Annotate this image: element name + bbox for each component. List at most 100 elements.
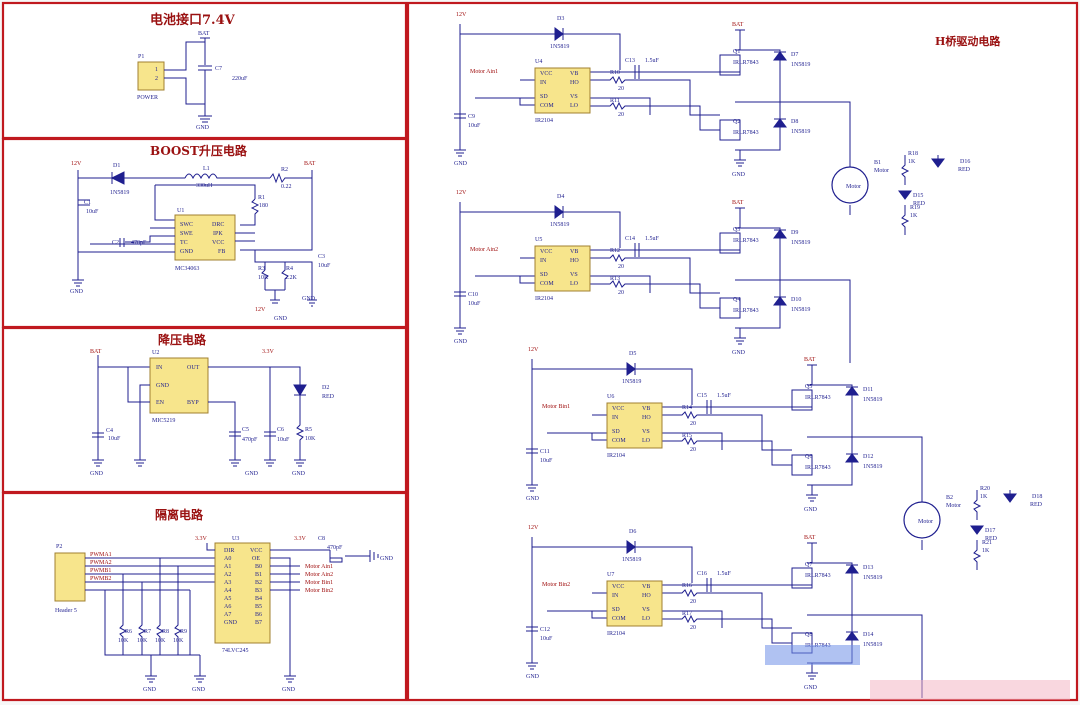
r4-value: 2.2K bbox=[285, 275, 298, 281]
motor-name: Motor bbox=[874, 168, 889, 174]
motor-d2: D15 bbox=[913, 193, 923, 199]
hb-qa: Q5 bbox=[805, 384, 812, 390]
hb-pin-com: COM bbox=[540, 281, 554, 287]
boost-12v: 12V bbox=[71, 161, 82, 167]
pin2: 2 bbox=[155, 76, 158, 82]
hbridge-motors: MotorB1MotorR181KR191KD16REDD15REDMotorB… bbox=[831, 151, 1043, 570]
hb-input: Motor Bin2 bbox=[542, 582, 570, 588]
u2-pin-gnd: GND bbox=[156, 383, 170, 389]
buck-bat: BAT bbox=[90, 349, 102, 355]
r9-label: R9 bbox=[180, 629, 187, 635]
motor-r2: R19 bbox=[910, 205, 920, 211]
c4-value: 10uF bbox=[108, 436, 121, 442]
hb-gnd: GND bbox=[732, 172, 746, 178]
r1-label: R1 bbox=[258, 195, 265, 201]
hb-diode-label: D4 bbox=[557, 194, 564, 200]
hb-pin-in: IN bbox=[612, 593, 619, 599]
hb-pin-vcc: VCC bbox=[540, 249, 552, 255]
iso-out-ain2: Motor Ain2 bbox=[305, 572, 333, 578]
c2-label: C2 bbox=[112, 240, 119, 246]
hb-pin-vcc: VCC bbox=[612, 584, 624, 590]
isolation-title: 隔离电路 bbox=[155, 507, 204, 522]
hb-12v: 12V bbox=[528, 525, 539, 531]
u3-pin-gnd: GND bbox=[224, 620, 238, 626]
hb-12v: 12V bbox=[528, 347, 539, 353]
hb-pin-vs: VS bbox=[570, 94, 578, 100]
l1-label: L1 bbox=[203, 166, 210, 172]
high-side-mosfet-icon bbox=[791, 567, 813, 589]
pin1: 1 bbox=[155, 67, 158, 73]
c7-value: 220uF bbox=[232, 76, 248, 82]
c6-label: C6 bbox=[277, 427, 284, 433]
hb-rb-label: R17 bbox=[682, 611, 692, 617]
u3-pin-b1: B1 bbox=[255, 572, 262, 578]
hb-input: Motor Ain2 bbox=[470, 247, 498, 253]
hb-cap-value: 1.5uF bbox=[717, 571, 732, 577]
hb-pin-lo: LO bbox=[570, 281, 579, 287]
high-side-mosfet-icon bbox=[719, 54, 741, 76]
header-label: Header 5 bbox=[55, 608, 77, 614]
flyback-diode-icon bbox=[773, 51, 787, 128]
u1-pin-ipk: IPK bbox=[213, 231, 223, 237]
u3-pin-a2: A2 bbox=[224, 572, 231, 578]
d1-value: 1N5819 bbox=[110, 190, 129, 196]
high-side-mosfet-icon bbox=[719, 232, 741, 254]
hb-pin-sd: SD bbox=[540, 94, 548, 100]
u3-pin-vcc: VCC bbox=[250, 548, 262, 554]
buck-gnd-2: GND bbox=[245, 471, 259, 477]
u3-pin-a4: A4 bbox=[224, 588, 231, 594]
hb-pin-vb: VB bbox=[642, 406, 650, 412]
battery-title: 电池接口7.4V bbox=[150, 12, 236, 28]
motor-ref: B1 bbox=[874, 160, 881, 166]
hb-12v: 12V bbox=[456, 190, 467, 196]
r6-value: 10K bbox=[118, 638, 129, 644]
r5-label: R5 bbox=[305, 427, 312, 433]
power-label: POWER bbox=[137, 95, 158, 101]
motor-d1: D18 bbox=[1032, 494, 1042, 500]
buck-3v3: 3.3V bbox=[262, 349, 275, 355]
hb-cap-label: C16 bbox=[697, 571, 707, 577]
boost-12v-2: 12V bbox=[255, 307, 266, 313]
hb-pin-com: COM bbox=[612, 438, 626, 444]
hb-db-value: 1N5819 bbox=[791, 307, 810, 313]
pink-bar bbox=[870, 680, 1070, 700]
u3-ic: 74LVC245 bbox=[222, 648, 248, 654]
u1-label: U1 bbox=[177, 208, 184, 214]
pwma2-label: PWMA2 bbox=[90, 560, 112, 566]
c8-value: 470pF bbox=[327, 545, 343, 551]
u3-pin-a5: A5 bbox=[224, 596, 231, 602]
u1-pin-gnd: GND bbox=[180, 249, 194, 255]
hb-cap-label: C15 bbox=[697, 393, 707, 399]
pwmb1-label: PWMB1 bbox=[90, 568, 111, 574]
c2-value: 470pF bbox=[131, 240, 147, 246]
hb-pin-vcc: VCC bbox=[540, 71, 552, 77]
iso-gnd-3: GND bbox=[282, 687, 296, 693]
hb-ic-ref: U6 bbox=[607, 394, 614, 400]
hb-rb-label: R11 bbox=[610, 98, 620, 104]
l1-value: 330uH bbox=[196, 183, 213, 189]
hb-db-value: 1N5819 bbox=[863, 464, 882, 470]
hb-gnd: GND bbox=[804, 685, 818, 691]
hb-pin-ho: HO bbox=[570, 80, 579, 86]
hb-cap-label: C13 bbox=[625, 58, 635, 64]
u3-pin-oe: OE bbox=[252, 556, 260, 562]
iso-out-ain1: Motor Ain1 bbox=[305, 564, 333, 570]
bootstrap-diode-icon bbox=[626, 362, 636, 376]
driver-ic bbox=[606, 402, 663, 449]
motor-r1-value: 1K bbox=[980, 494, 988, 500]
u3-pin-a3: A3 bbox=[224, 580, 231, 586]
hb-pin-ho: HO bbox=[642, 593, 651, 599]
boost-gnd-3: GND bbox=[274, 316, 288, 322]
block-wire bbox=[526, 537, 923, 698]
hb-cin-label: C12 bbox=[540, 627, 550, 633]
u3-pin-a0: A0 bbox=[224, 556, 231, 562]
flyback-diode-icon bbox=[845, 386, 859, 463]
u2-pin-out: OUT bbox=[187, 365, 200, 371]
hb-db: D14 bbox=[863, 632, 873, 638]
hb-rb-label: R13 bbox=[610, 276, 620, 282]
r7-value: 10K bbox=[137, 638, 148, 644]
c3-value: 10uF bbox=[318, 263, 331, 269]
r5-value: 10K bbox=[305, 436, 316, 442]
